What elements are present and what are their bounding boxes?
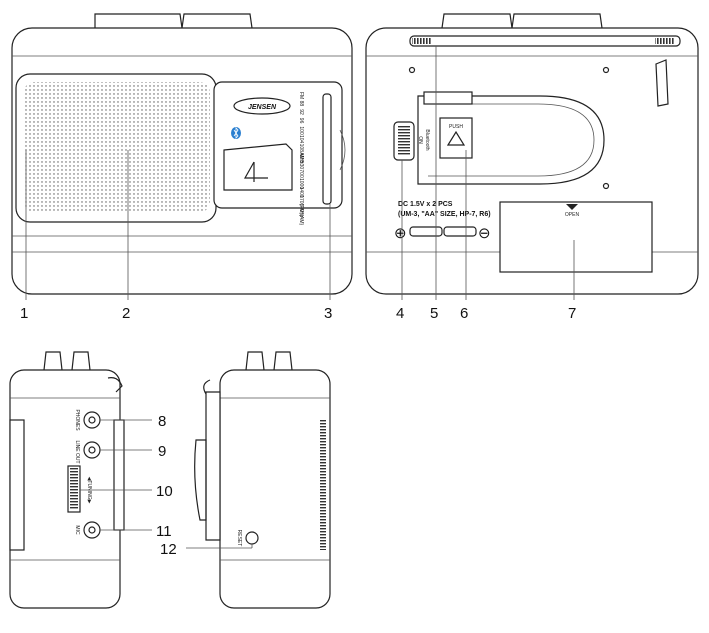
- battery-2: [443, 226, 477, 237]
- screw: [602, 182, 610, 190]
- right-body: [219, 369, 331, 609]
- brand-logo-text: JENSEN: [248, 104, 277, 111]
- switch-on-label: ON: [417, 136, 423, 144]
- lineout-label: LINE OUT: [74, 440, 80, 463]
- band-scale-mark: 88: [298, 101, 304, 107]
- clip-top: [423, 91, 473, 105]
- band-scale-mark: 96: [298, 118, 304, 124]
- switch-bt-label: Bluetooth: [424, 129, 430, 150]
- antenna: [409, 35, 681, 47]
- lineout-jack[interactable]: [83, 441, 101, 459]
- callout-3: 3: [324, 305, 332, 322]
- play-icon: [243, 161, 268, 182]
- phones-jack[interactable]: [83, 411, 101, 429]
- band-scale-mark: 104: [298, 135, 304, 144]
- battery-minus-symbol: ⊖: [478, 225, 491, 242]
- battery-spec-line2: (UM-3, "AA" SIZE, HP-7, R6): [398, 211, 491, 218]
- screw: [602, 66, 610, 74]
- band-scale-mark: 530: [298, 161, 304, 170]
- band-scale-mark: 700: [298, 169, 304, 178]
- band-scale-mark: AM: [298, 152, 304, 160]
- callout-4: 4: [396, 305, 404, 322]
- left-clip-edge: [113, 419, 125, 531]
- band-scale-mark: 92: [298, 109, 304, 115]
- callout-9: 9: [158, 443, 166, 460]
- speaker-grille: [24, 82, 210, 212]
- left-body: [9, 369, 121, 609]
- reset-label: RESET: [236, 530, 242, 547]
- bluetooth-icon: [231, 127, 241, 139]
- callout-2: 2: [122, 305, 130, 322]
- eject-tab[interactable]: [439, 117, 473, 159]
- band-scale-mark: 1000: [298, 178, 304, 189]
- phones-label: PHONES: [74, 409, 80, 431]
- brand-badge: [233, 97, 291, 115]
- battery-door-label: OPEN: [565, 212, 580, 218]
- battery-spec-line1: DC 1.5V x 2 PCS: [398, 201, 453, 208]
- band-scale-mark: 100: [298, 126, 304, 135]
- battery-plus-symbol: ⊕: [394, 225, 407, 242]
- callout-11: 11: [156, 523, 172, 540]
- callout-leaders: [25, 46, 575, 549]
- play-button[interactable]: [223, 143, 293, 191]
- right-side-view: RESET: [194, 351, 331, 609]
- screw: [408, 66, 416, 74]
- right-ribbed-edge: [320, 420, 326, 550]
- mic: [83, 521, 101, 539]
- callout-labels: 1 2 3 4 5 6 7 8 9 10 11 12: [20, 305, 576, 558]
- callout-10: 10: [156, 483, 173, 500]
- tuning-slot: [322, 93, 332, 205]
- mic-label: MIC: [74, 525, 80, 535]
- band-scale-mark: 1700 KHz: [298, 195, 304, 217]
- band-scale-mark: 108 MHz: [298, 144, 304, 165]
- right-clip: [205, 391, 221, 541]
- left-edge-panel: [9, 419, 25, 551]
- back-view: PUSH ON Bluetooth DC 1.5V x 2 PCS (UM-3,…: [365, 13, 699, 295]
- band-scale-mark: 1400: [298, 187, 304, 198]
- battery-door[interactable]: [499, 201, 653, 273]
- callout-6: 6: [460, 305, 468, 322]
- eject-label: PUSH: [449, 124, 463, 130]
- reset-button[interactable]: [245, 531, 259, 545]
- band-hint: (FM)(AM): [298, 204, 304, 226]
- callout-7: 7: [568, 305, 576, 322]
- band-scale-mark: FM: [298, 92, 304, 99]
- callout-12: 12: [160, 541, 177, 558]
- callout-5: 5: [430, 305, 438, 322]
- battery-1: [409, 226, 443, 237]
- callout-1: 1: [20, 305, 28, 322]
- callout-8: 8: [158, 413, 166, 430]
- left-side-view: PHONES LINE OUT ◀TUNING▶ MIC: [9, 351, 125, 609]
